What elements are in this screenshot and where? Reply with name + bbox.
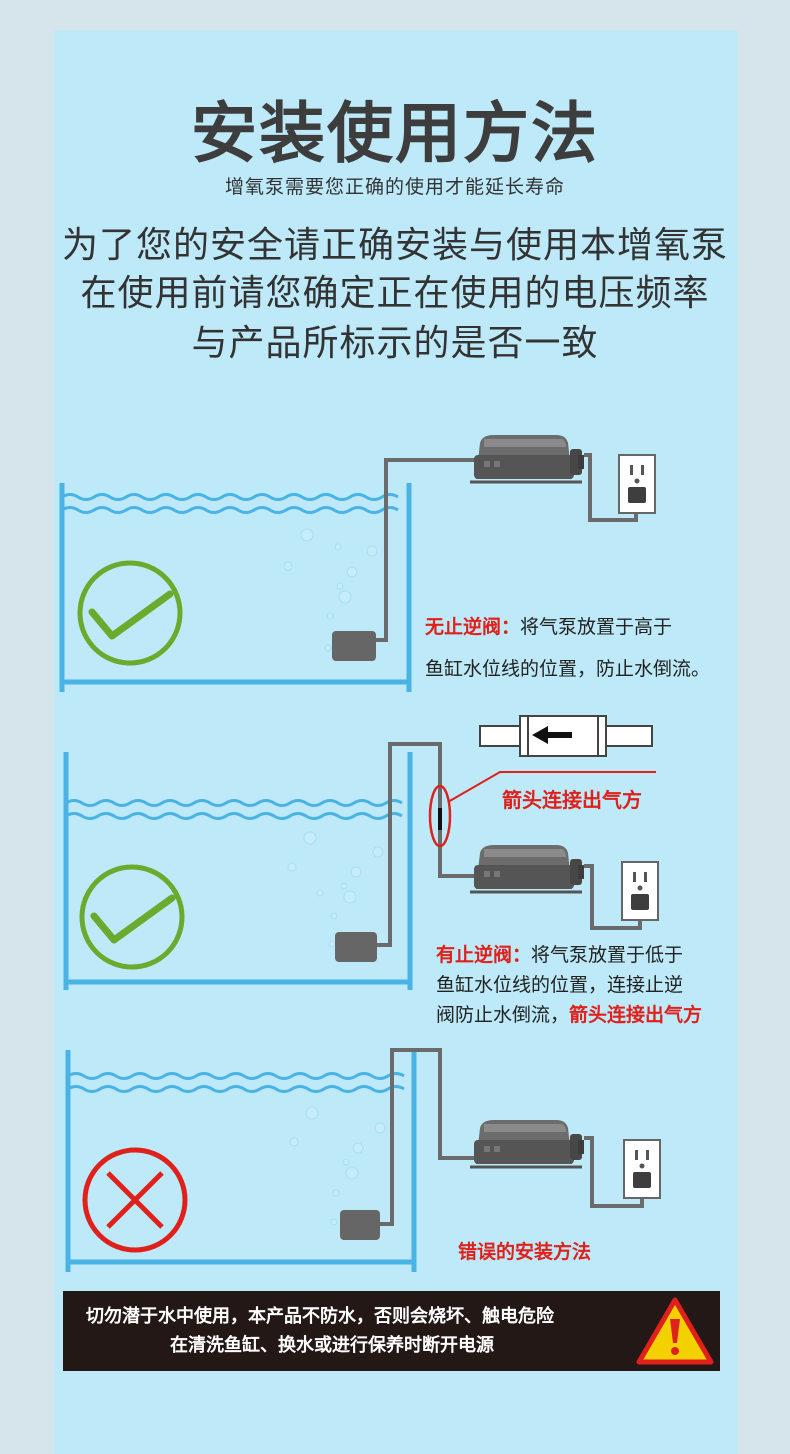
intro-line-2: 在使用前请您确定正在使用的电压频率 (80, 273, 710, 314)
air-pump-2 (468, 843, 586, 894)
section1-note-line1: 无止逆阀：将气泵放置于高于 (425, 612, 672, 643)
power-outlet-2 (621, 861, 659, 921)
air-stone-1 (332, 631, 376, 661)
air-stone-3 (340, 1210, 380, 1240)
bubbles-3 (289, 1106, 386, 1226)
check-valve-marker (428, 771, 656, 848)
power-cord-2 (584, 864, 642, 930)
section2-label: 有止逆阀： (436, 944, 532, 966)
section2-text-b: 鱼缸水位线的位置，连接止逆 (436, 974, 684, 996)
check-icon-1 (77, 560, 183, 666)
section2-text-c-red: 箭头连接出气方 (569, 1004, 703, 1026)
section1-text-a: 将气泵放置于高于 (520, 616, 673, 638)
warning-line-1: 切勿潜于水中使用，本产品不防水，否则会烧坏、触电危险 (86, 1306, 554, 1327)
section2-note-line3: 阀防止水倒流，箭头连接出气方 (436, 1000, 702, 1031)
section2-text-a: 将气泵放置于低于 (531, 944, 684, 966)
cross-icon (82, 1147, 188, 1253)
warning-box (63, 1291, 720, 1371)
air-hose-3 (380, 1048, 478, 1226)
wrong-method-label: 错误的安装方法 (458, 1241, 592, 1263)
tank-3 (65, 1050, 417, 1272)
power-outlet-1 (618, 454, 656, 514)
check-valve-icon (479, 715, 653, 757)
section2-text-c: 阀防止水倒流， (436, 1004, 570, 1026)
power-outlet-3 (623, 1139, 661, 1199)
air-stone-2 (335, 932, 377, 962)
page-title: 安装使用方法 (191, 95, 599, 172)
intro-line-3: 与产品所标示的是否一致 (191, 323, 599, 364)
check-icon-2 (79, 864, 185, 970)
air-pump-1 (468, 433, 586, 484)
page-subtitle: 增氧泵需要您正确的使用才能延长寿命 (224, 176, 565, 198)
bubbles-2 (287, 831, 384, 948)
power-cord-1 (584, 453, 638, 522)
power-cord-3 (584, 1136, 644, 1208)
arrow-callout: 箭头连接出气方 (502, 788, 642, 812)
air-pump-3 (468, 1118, 586, 1169)
warning-triangle-icon (636, 1297, 714, 1365)
air-hose-1 (376, 458, 478, 642)
section1-text-b: 鱼缸水位线的位置，防止水倒流。 (425, 658, 711, 680)
bubbles-1 (283, 528, 378, 652)
intro-line-1: 为了您的安全请正确安装与使用本增氧泵 (61, 225, 728, 266)
section1-label: 无止逆阀： (425, 616, 521, 638)
warning-line-2: 在清洗鱼缸、换水或进行保养时断开电源 (170, 1335, 494, 1356)
air-hose-2 (377, 742, 478, 947)
section2-note-line1: 有止逆阀：将气泵放置于低于 (436, 940, 683, 971)
tank-1 (59, 483, 412, 692)
tank-2 (63, 752, 413, 990)
